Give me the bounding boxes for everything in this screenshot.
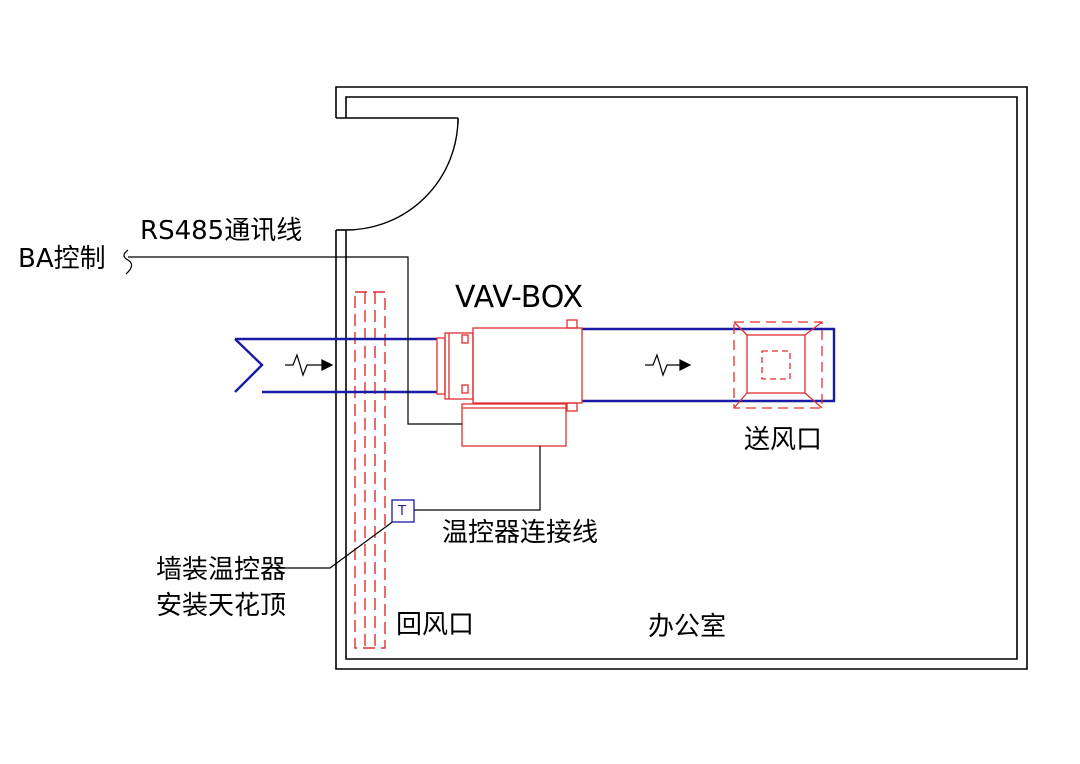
ba-control-label: BA控制	[18, 244, 106, 274]
airflow-arrow-right	[645, 353, 692, 377]
vav-box-label: VAV-BOX	[455, 280, 584, 315]
thermostat-symbol-box	[391, 499, 415, 523]
vav-box	[436, 319, 583, 447]
room-walls	[335, 86, 1028, 670]
supply-diffuser	[733, 321, 823, 409]
vav-main-body	[472, 327, 583, 404]
office-label: 办公室	[648, 612, 727, 642]
outer-wall	[335, 86, 1028, 670]
duct-break-symbol	[234, 338, 264, 393]
vav-bracket-bottom	[566, 402, 578, 412]
wall-thermostat-label-line2: 安装天花顶	[156, 591, 287, 621]
thermostat-symbol-text: T	[398, 504, 406, 519]
supply-outlet-label: 送风口	[744, 425, 823, 455]
ba-break-squiggle	[123, 249, 133, 275]
diffuser-inner	[761, 350, 791, 380]
thermostat-cable	[414, 446, 541, 511]
door-swing-arc	[345, 117, 459, 231]
thermostat-wire-label: 温控器连接线	[442, 518, 599, 548]
inner-wall	[345, 96, 1018, 660]
vav-controller-box	[461, 403, 567, 447]
rs485-label: RS485通讯线	[140, 216, 303, 246]
diffuser-mid	[746, 334, 806, 394]
vav-inlet-collar	[436, 337, 446, 395]
duct-right	[582, 327, 836, 403]
return-outlet-outer	[354, 291, 386, 649]
return-outlet-label: 回风口	[396, 610, 475, 640]
airflow-arrow-left	[285, 353, 334, 377]
return-air-outlet	[354, 291, 386, 649]
thermostat-leader	[272, 519, 396, 569]
rs485-cable	[128, 256, 462, 425]
door	[345, 117, 459, 231]
diffuser-outer	[733, 321, 823, 409]
wall-thermostat-label-line1: 墙装温控器	[156, 555, 287, 585]
vav-bracket-top	[566, 319, 578, 329]
control-wiring	[123, 249, 541, 569]
